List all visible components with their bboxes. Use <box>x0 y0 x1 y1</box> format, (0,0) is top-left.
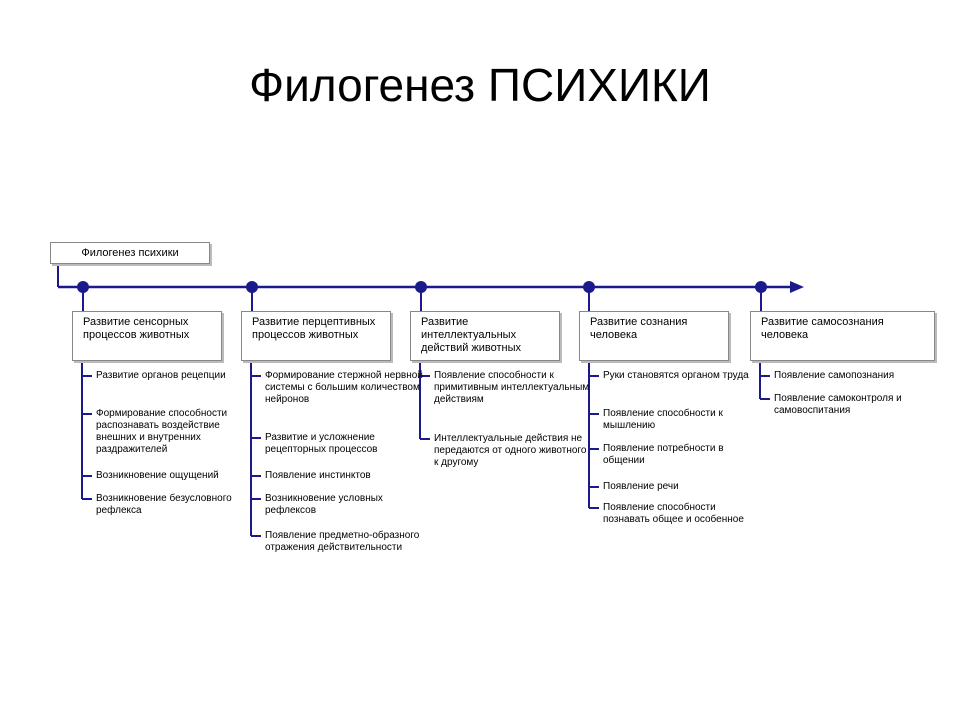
leaf-item: Формирование стержной нервной системы с … <box>265 370 423 405</box>
leaf-item: Появление потребности в общении <box>603 443 724 466</box>
leaf-item: Развитие органов рецепции <box>96 370 226 381</box>
leaf-item: Появление инстинктов <box>265 470 371 481</box>
page-title: Филогенез ПСИХИКИ <box>249 59 711 111</box>
leaf-item: Возникновение условных рефлексов <box>265 493 383 516</box>
leaf-item: Возникновение ощущений <box>96 470 219 481</box>
leaf-item: Развитие и усложнение рецепторных процес… <box>265 432 378 455</box>
leaf-item: Появление самопознания <box>774 370 895 381</box>
leaf-item: Появление способности к мышлению <box>603 408 723 431</box>
leaf-item: Возникновение безусловного рефлекса <box>96 493 232 516</box>
branch-box: Развитие интеллектуальных действий живот… <box>410 311 560 361</box>
root-node: Филогенез психики <box>50 242 210 264</box>
leaf-item: Появление предметно-образного отражения … <box>265 530 420 553</box>
leaf-item: Появление способности познавать общее и … <box>603 502 744 525</box>
leaf-item: Интеллектуальные действия не передаются … <box>434 433 587 468</box>
leaf-item: Появление самоконтроля и самовоспитания <box>774 393 902 416</box>
leaf-item: Появление речи <box>603 481 679 492</box>
leaf-item: Появление способности к примитивным инте… <box>434 370 590 405</box>
timeline-arrowhead <box>790 281 804 293</box>
leaf-item: Формирование способности распознавать во… <box>96 408 228 455</box>
branch-box: Развитие сенсорных процессов животных <box>72 311 222 361</box>
branch-box: Развитие сознания человека <box>579 311 729 361</box>
branch-box: Развитие самосознания человека <box>750 311 935 361</box>
leaf-item: Руки становятся органом труда <box>603 370 749 381</box>
branch-box: Развитие перцептивных процессов животных <box>241 311 391 361</box>
